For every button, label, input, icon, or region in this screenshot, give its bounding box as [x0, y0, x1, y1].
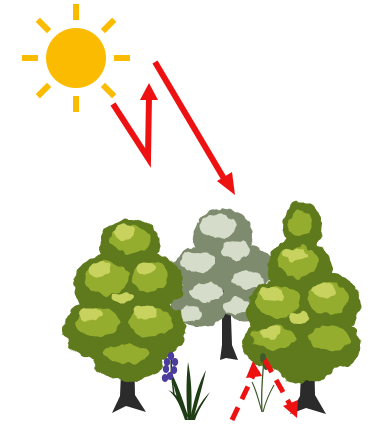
reflected-light-arrow	[113, 83, 158, 158]
sun-ray	[103, 85, 114, 96]
bluebell-flower	[162, 374, 168, 382]
incoming-light-arrow	[155, 62, 235, 195]
bluebell-flower	[172, 358, 178, 366]
sun-ray	[38, 85, 49, 96]
left-tree-icon	[64, 219, 186, 413]
bluebell-flower	[163, 365, 169, 373]
bluebell-plant-icon	[162, 352, 210, 420]
bluebell-flower	[164, 358, 170, 366]
sun-ray	[103, 20, 114, 31]
right-tree-icon	[242, 202, 362, 414]
sun-ray	[38, 20, 49, 31]
sun-icon	[22, 4, 130, 112]
